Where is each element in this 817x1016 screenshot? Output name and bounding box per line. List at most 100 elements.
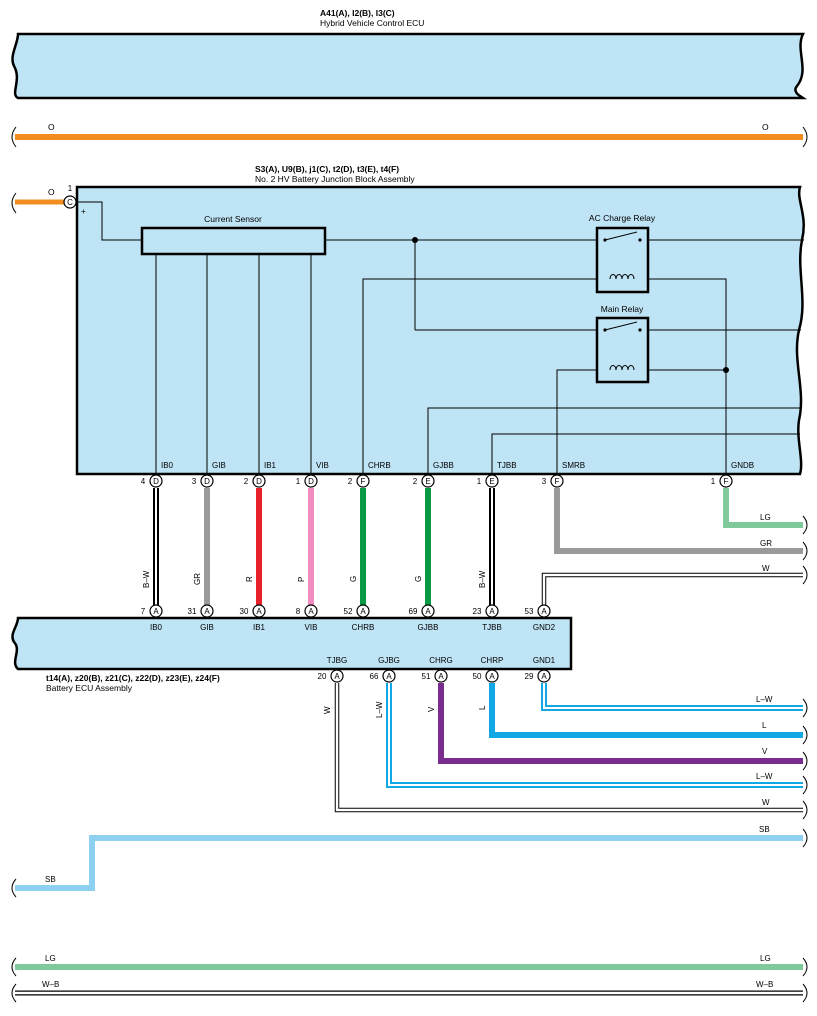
ecu-conn-letter: A xyxy=(541,607,547,616)
bus-o-right-break xyxy=(802,126,808,148)
jb-pin-number: 4 xyxy=(141,477,146,486)
vwire-label: B–W xyxy=(478,570,487,588)
ecu-conn-letter: A xyxy=(204,607,210,616)
hv-ecu-name: Hybrid Vehicle Control ECU xyxy=(320,18,424,28)
jb-conn-letter: D xyxy=(204,477,210,486)
jb-pin-number: 1 xyxy=(296,477,301,486)
junction-dot-right xyxy=(723,367,729,373)
bus-o-label-left: O xyxy=(48,122,55,132)
jb-pin-number: 2 xyxy=(348,477,353,486)
ecu-conn-letter: A xyxy=(153,607,159,616)
jb-terminal-label: GNDB xyxy=(731,461,754,470)
vwire-label: L xyxy=(478,705,487,710)
wire-label-lw-gnd1: L–W xyxy=(756,695,773,704)
ecu-conn-letter: A xyxy=(541,672,547,681)
bus-o-label-right: O xyxy=(762,122,769,132)
ecu-terminal-label: GND2 xyxy=(533,623,556,632)
break-sb-left xyxy=(11,878,17,898)
break-gr xyxy=(802,541,808,561)
wire-label-sb-right: SB xyxy=(759,825,770,834)
ecu-terminal-label: CHRB xyxy=(352,623,375,632)
jb-pin-number: 1 xyxy=(711,477,716,486)
jb-conn-letter: E xyxy=(425,477,430,486)
battery-ecu-bottom-labels: TJBG GJBG CHRG CHRP GND1 xyxy=(327,656,556,665)
jb-conn-letter: F xyxy=(361,477,366,486)
ecu-conn-letter: A xyxy=(360,607,366,616)
current-sensor xyxy=(140,226,327,256)
ecu-conn-letter: A xyxy=(308,607,314,616)
bottom-vertical-labels: W L–W V L xyxy=(323,701,487,718)
jb-terminal-label: IB1 xyxy=(264,461,277,470)
bus-lg-right-break xyxy=(802,957,808,977)
vwire-label: P xyxy=(297,577,306,582)
wire-label-lw-gjbg: L–W xyxy=(756,772,773,781)
battery-ecu-block xyxy=(11,616,573,671)
ecu-pin-number: 66 xyxy=(370,672,379,681)
vwire-label: GR xyxy=(193,573,202,585)
ecu-bottom-label: GJBG xyxy=(378,656,400,665)
ecu-conn-letter: A xyxy=(334,672,340,681)
ecu-terminal-label: TJBB xyxy=(482,623,502,632)
vwire-label: G xyxy=(349,576,358,582)
wire-lg-gndb xyxy=(723,488,803,528)
ecu-bottom-label: TJBG xyxy=(327,656,347,665)
jb-terminal-label: IB0 xyxy=(161,461,174,470)
jb-pin-number: 2 xyxy=(413,477,418,486)
ecu-pin-number: 53 xyxy=(525,607,534,616)
ac-charge-relay xyxy=(595,226,650,294)
ecu-pin-number: 7 xyxy=(141,607,146,616)
jb-pin-number: 1 xyxy=(477,477,482,486)
jb-terminal-label: SMRB xyxy=(562,461,585,470)
vwire-label: B–W xyxy=(142,570,151,588)
ecu-bottom-label: CHRP xyxy=(481,656,504,665)
ecu-pin-number: 20 xyxy=(318,672,327,681)
ecu-pin-number: 23 xyxy=(473,607,482,616)
junction-block-connectors: S3(A), U9(B), j1(C), t2(D), t3(E), t4(F) xyxy=(255,164,399,174)
hv-ecu-connectors: A41(A), I2(B), I3(C) xyxy=(320,8,395,18)
right-breaks xyxy=(802,698,808,820)
wire-label-w-gnd2: W xyxy=(762,564,770,573)
jb-connectors: D 4 D 3 D 2 D 1 F 2 E 2 E 1 F 3 F 1 xyxy=(141,474,733,488)
jb-conn-letter: D xyxy=(153,477,159,486)
wire-w-tjbg xyxy=(334,683,803,813)
ecu-terminal-label: GIB xyxy=(200,623,214,632)
break-lg-upper xyxy=(802,515,808,535)
wire-label-w-tjbg: W xyxy=(762,798,770,807)
vwire-label: G xyxy=(414,576,423,582)
ecu-bottom-label: GND1 xyxy=(533,656,556,665)
battery-ecu-name: Battery ECU Assembly xyxy=(46,683,133,693)
current-sensor-label: Current Sensor xyxy=(204,214,262,224)
jb-pin-number: 2 xyxy=(244,477,249,486)
ecu-pin-number: 51 xyxy=(422,672,431,681)
ecu-conn-letter: A xyxy=(489,607,495,616)
ecu-output-wires xyxy=(334,683,803,813)
hv-ecu-block xyxy=(11,32,808,100)
vwire-label: L–W xyxy=(375,701,384,718)
ecu-terminal-label: IB0 xyxy=(150,623,163,632)
jb-terminal-label: CHRB xyxy=(368,461,391,470)
ecu-conn-letter: A xyxy=(386,672,392,681)
jb-pin-number: 3 xyxy=(192,477,197,486)
wire-label-lg-upper: LG xyxy=(760,513,771,522)
jb-terminal-label: VIB xyxy=(316,461,329,470)
ecu-bottom-label: CHRG xyxy=(429,656,453,665)
plus-sign: + xyxy=(81,207,86,216)
ac-charge-relay-label: AC Charge Relay xyxy=(589,213,656,223)
battery-ecu-top-terminals: A 7 IB0 A 31 GIB A 30 IB1 A 8 VIB A 52 C… xyxy=(141,604,556,632)
ecu-pin-number: 30 xyxy=(240,607,249,616)
jb-conn-letter: D xyxy=(256,477,262,486)
junction-block-name: No. 2 HV Battery Junction Block Assembly xyxy=(255,174,415,184)
colored-wires xyxy=(153,488,803,605)
jb-conn-letter: F xyxy=(555,477,560,486)
ecu-conn-letter: A xyxy=(425,607,431,616)
input-o-label: O xyxy=(48,187,55,197)
jb-terminal-label: GJBB xyxy=(433,461,454,470)
bus-lg-left-break xyxy=(11,957,17,977)
bus-lg-label-left: LG xyxy=(45,954,56,963)
input-o-break xyxy=(11,192,17,214)
wire-sb xyxy=(15,835,803,891)
vwire-label: V xyxy=(427,706,436,712)
ecu-conn-letter: A xyxy=(256,607,262,616)
ecu-pin-number: 8 xyxy=(296,607,301,616)
